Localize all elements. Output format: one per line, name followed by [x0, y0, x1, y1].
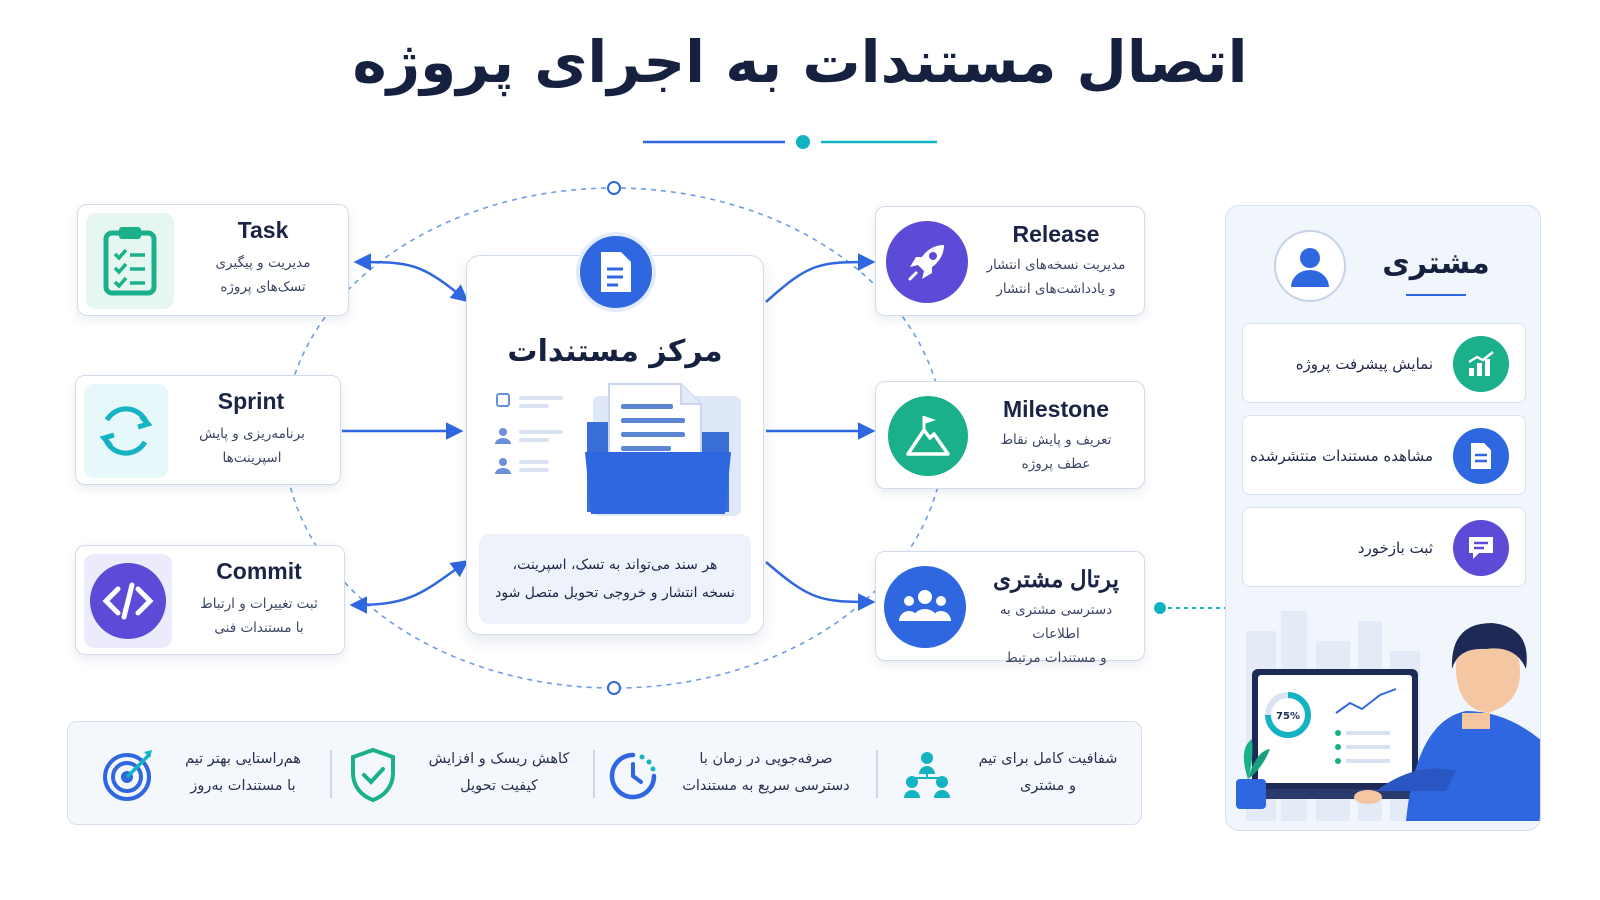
users-group-icon	[884, 566, 966, 648]
chat-bubble-icon	[1453, 520, 1509, 576]
code-brackets-icon	[84, 554, 172, 648]
submit-feedback-item[interactable]: ثبت بازخورد	[1242, 507, 1526, 587]
benefit-divider	[593, 750, 595, 798]
hub-note-line1: هر سند می‌تواند به تسک، اسپرینت،	[512, 557, 718, 573]
release-desc-line2: و یادداشت‌های انتشار	[996, 281, 1116, 297]
task-link	[353, 253, 469, 303]
clipboard-checklist-icon	[86, 213, 174, 309]
release-link	[765, 253, 876, 303]
benefit-alignment-line2: با مستندات به‌روز	[190, 778, 296, 794]
customer-portal-card[interactable]: پرتال مشتری دسترسی مشتری به اطلاعات و مس…	[875, 551, 1145, 666]
progress-chart-icon	[1453, 336, 1509, 392]
benefit-risk-reduction: کاهش ریسک و افزایش کیفیت تحویل	[338, 722, 588, 826]
task-desc: مدیریت و پیگیری تسک‌های پروژه	[188, 251, 338, 299]
document-folder-icon	[495, 383, 741, 516]
benefit-time-saving-line1: صرفه‌جویی در زمان با	[699, 751, 833, 767]
task-card[interactable]: Task مدیریت و پیگیری تسک‌های پروژه	[77, 204, 349, 316]
milestone-desc-line1: تعریف و پایش نقاط	[1000, 432, 1112, 448]
sprint-desc: برنامه‌ریزی و پایش اسپرینت‌ها	[174, 422, 330, 470]
customer-panel: مشتری نمایش پیشرفت پروژه مشاهده مستندات …	[1225, 205, 1541, 831]
documentation-hub[interactable]: مرکز مستندات هر سند می‌تواند به تسک، اسپ…	[466, 232, 764, 635]
hub-note: هر سند می‌تواند به تسک، اسپرینت، نسخه ان…	[479, 534, 751, 624]
sprint-title: Sprint	[217, 388, 285, 414]
benefit-time-saving: صرفه‌جویی در زمان با دسترسی سریع به مستن…	[598, 722, 868, 826]
document-icon	[576, 232, 656, 312]
milestone-title: Milestone	[1002, 396, 1110, 422]
commit-title: Commit	[216, 558, 302, 584]
benefits-bar: شفافیت کامل برای تیم و مشتری صرفه‌جویی د…	[67, 721, 1142, 825]
task-desc-line1: مدیریت و پیگیری	[215, 255, 311, 271]
benefit-alignment-line1: هم‌راستایی بهتر تیم	[185, 751, 301, 767]
benefit-alignment: هم‌راستایی بهتر تیم با مستندات به‌روز	[98, 722, 324, 826]
benefit-transparency-line1: شفافیت کامل برای تیم	[978, 751, 1118, 767]
shield-check-icon	[351, 747, 395, 803]
benefit-risk-reduction-text: کاهش ریسک و افزایش کیفیت تحویل	[414, 746, 584, 800]
customer-portal-desc-line2: و مستندات مرتبط	[1005, 650, 1107, 666]
cycle-arrows-icon	[84, 384, 168, 478]
show-progress-label: نمایش پیشرفت پروژه	[1295, 355, 1433, 373]
commit-desc-line2: با مستندات فنی	[214, 620, 304, 636]
sprint-card[interactable]: Sprint برنامه‌ریزی و پایش اسپرینت‌ها	[75, 375, 341, 485]
milestone-desc: تعریف و پایش نقاط عطف پروژه	[976, 428, 1136, 476]
release-card[interactable]: Release مدیریت نسخه‌های انتشار و یادداشت…	[875, 206, 1145, 316]
document-icon	[1453, 428, 1509, 484]
hub-title: مرکز مستندات	[507, 334, 723, 369]
target-icon	[103, 750, 152, 801]
customer-title-underline	[1406, 294, 1466, 296]
commit-desc-line1: ثبت تغییرات و ارتباط	[200, 596, 318, 612]
sprint-desc-line1: برنامه‌ریزی و پایش	[199, 426, 305, 442]
benefit-risk-reduction-line2: کیفیت تحویل	[460, 778, 538, 794]
release-title: Release	[1012, 221, 1100, 247]
title-underline	[643, 135, 937, 149]
task-desc-line2: تسک‌های پروژه	[220, 279, 306, 295]
customer-portal-desc: دسترسی مشتری به اطلاعات و مستندات مرتبط	[974, 598, 1138, 670]
sprint-desc-line2: اسپرینت‌ها	[222, 450, 282, 466]
release-desc-line1: مدیریت نسخه‌های انتشار	[986, 257, 1126, 273]
commit-desc: ثبت تغییرات و ارتباط با مستندات فنی	[184, 592, 334, 640]
milestone-desc-line2: عطف پروژه	[1021, 456, 1091, 472]
benefit-risk-reduction-line1: کاهش ریسک و افزایش	[428, 751, 570, 767]
customer-portal-desc-line1: دسترسی مشتری به اطلاعات	[999, 602, 1113, 642]
benefit-divider	[876, 750, 878, 798]
page-title: اتصال مستندات به اجرای پروژه	[352, 28, 1248, 96]
mountain-flag-icon	[888, 396, 968, 476]
rocket-icon	[886, 221, 968, 303]
user-avatar-icon	[1274, 230, 1346, 302]
benefit-transparency: شفافیت کامل برای تیم و مشتری	[886, 722, 1136, 826]
benefit-transparency-text: شفافیت کامل برای تیم و مشتری	[968, 746, 1128, 800]
customer-title: مشتری	[1382, 246, 1490, 281]
release-desc: مدیریت نسخه‌های انتشار و یادداشت‌های انت…	[976, 253, 1136, 301]
commit-card[interactable]: Commit ثبت تغییرات و ارتباط با مستندات ف…	[75, 545, 345, 655]
customer-laptop-illustration: 75%	[1236, 611, 1540, 821]
view-published-docs-label: مشاهده مستندات منتشرشده	[1250, 447, 1433, 465]
view-published-docs-item[interactable]: مشاهده مستندات منتشرشده	[1242, 415, 1526, 495]
customer-portal-title: پرتال مشتری	[992, 566, 1120, 592]
task-title: Task	[237, 217, 289, 243]
team-hierarchy-icon	[904, 752, 950, 798]
submit-feedback-label: ثبت بازخورد	[1357, 539, 1433, 557]
benefit-alignment-text: هم‌راستایی بهتر تیم با مستندات به‌روز	[164, 746, 322, 800]
milestone-card[interactable]: Milestone تعریف و پایش نقاط عطف پروژه	[875, 381, 1145, 489]
hub-note-line2: نسخه انتشار و خروجی تحویل متصل شود	[495, 585, 735, 601]
benefit-divider	[330, 750, 332, 798]
benefit-time-saving-line2: دسترسی سریع به مستندات	[682, 778, 850, 794]
clock-icon	[609, 752, 657, 800]
commit-link	[349, 559, 469, 614]
benefit-time-saving-text: صرفه‌جویی در زمان با دسترسی سریع به مستن…	[668, 746, 864, 800]
progress-percent-label: 75%	[1276, 711, 1300, 722]
benefit-transparency-line2: و مشتری	[1019, 778, 1077, 794]
portal-link	[765, 561, 876, 611]
show-progress-item[interactable]: نمایش پیشرفت پروژه	[1242, 323, 1526, 403]
